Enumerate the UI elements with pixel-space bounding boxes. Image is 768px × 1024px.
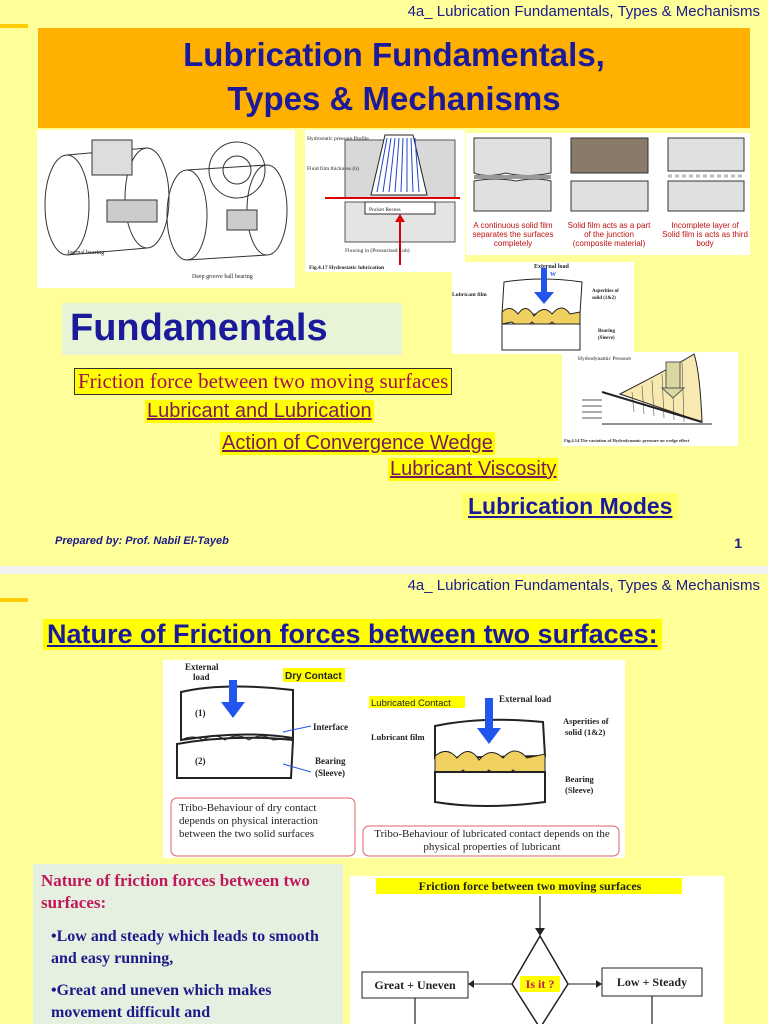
- nature-box: Nature of friction forces between two su…: [33, 864, 343, 1024]
- asperity-drawing: External load W Lubricant film Asperitie…: [452, 264, 619, 351]
- asperity-w-label: W: [550, 272, 556, 278]
- hydrostatic-profile-label: Hydrostatic pressure Profile: [307, 135, 369, 142]
- fundamentals-heading: Fundamentals: [70, 307, 328, 349]
- pocket-recess-label: Pocket Recess: [369, 207, 401, 213]
- flow-in-label: Flowing in (Pressurized Lub): [345, 247, 410, 254]
- solid-film-caption-2: Solid film acts as a part of the junctio…: [567, 221, 651, 248]
- header-title: 4a_ Lubrication Fundamentals, Types & Me…: [407, 3, 760, 20]
- item-lubricant: Lubricant and Lubrication: [145, 400, 374, 423]
- header-title: 4a_ Lubrication Fundamentals, Types & Me…: [407, 577, 760, 594]
- bullet-great-uneven: •Great and uneven which makes movement d…: [51, 982, 272, 1021]
- nature-heading: Nature of friction forces between two su…: [41, 871, 310, 912]
- solid-film-figure: A continuous solid film separates the su…: [466, 133, 750, 255]
- slide2-title: Nature of Friction forces between two su…: [43, 619, 662, 650]
- lub-load-label: External load: [499, 694, 551, 704]
- dry-contact-label: Dry Contact: [285, 671, 342, 682]
- lub-bearing-label: Bearing(Sleeve): [565, 774, 595, 795]
- journal-bearing-label: Journal bearing: [67, 250, 104, 256]
- item-viscosity: Lubricant Viscosity: [388, 458, 559, 481]
- flow-left: Great + Uneven: [374, 978, 456, 992]
- slide-header: 4a_ Lubrication Fundamentals, Types & Me…: [0, 574, 768, 598]
- solid-film-drawing: [473, 137, 745, 212]
- wedge-figure: Hydrodynamic Pressure Fig.4.14 The varia…: [562, 352, 738, 446]
- slide-header: 4a_ Lubrication Fundamentals, Types & Me…: [0, 0, 768, 24]
- bearing-figure: Journal bearing Deep groove ball bearing: [37, 130, 295, 288]
- hydrostatic-drawing: Hydrostatic pressure Profile Fluid film …: [307, 134, 460, 271]
- dry-note: Tribo-Behaviour of dry contact depends o…: [179, 802, 318, 840]
- asperity-bearing-label: Bearing(Sleeve): [598, 329, 615, 341]
- wedge-drawing: Hydrodynamic Pressure Fig.4.14 The varia…: [564, 353, 712, 443]
- item-wedge: Action of Convergence Wedge: [220, 432, 495, 455]
- hydrostatic-figure: Hydrostatic pressure Profile Fluid film …: [305, 130, 465, 272]
- wedge-pressure-label: Hydrodynamic Pressure: [578, 356, 632, 362]
- flow-title: Friction force between two moving surfac…: [419, 879, 642, 893]
- item-friction-force: Friction force between two moving surfac…: [74, 368, 453, 395]
- asperity-figure: External load W Lubricant film Asperitie…: [452, 262, 634, 354]
- fundamentals-box: Fundamentals: [62, 303, 402, 355]
- title-box: Lubrication Fundamentals, Types & Mechan…: [38, 28, 750, 128]
- flow-right: Low + Steady: [617, 975, 687, 989]
- dry-label-1: (1): [195, 708, 206, 718]
- asperity-load-label: External load: [534, 264, 569, 270]
- slide-2: 4a_ Lubrication Fundamentals, Types & Me…: [0, 574, 768, 1024]
- slide-1: 4a_ Lubrication Fundamentals, Types & Me…: [0, 0, 768, 566]
- item-lubrication-modes: Lubrication Modes: [462, 493, 679, 520]
- dry-label-2: (2): [195, 756, 206, 766]
- lub-film-label: Lubricant film: [371, 732, 425, 742]
- flow-diagram: Friction force between two moving surfac…: [350, 876, 724, 1024]
- wedge-caption: Fig.4.14 The variation of Hydrodynamic p…: [564, 438, 690, 443]
- hydrostatic-caption: Fig.4.17 Hydrostatic lubrication: [309, 265, 384, 271]
- dry-interface-label: Interface: [313, 722, 348, 732]
- accent-line: [0, 598, 28, 602]
- flow-drawing: Friction force between two moving surfac…: [361, 878, 703, 1024]
- lub-title: Lubricated Contact: [371, 698, 451, 709]
- solid-film-caption-1: A continuous solid film separates the su…: [472, 221, 554, 248]
- page-number: 1: [734, 535, 742, 551]
- lub-note: Tribo-Behaviour of lubricated contact de…: [374, 828, 610, 853]
- flow-center: Is it ?: [526, 977, 555, 991]
- solid-film-caption-3: Incomplete layer of Solid film is acts a…: [662, 221, 748, 248]
- prepared-by: Prepared by: Prof. Nabil El-Tayeb: [55, 535, 229, 547]
- bullet-low-steady: •Low and steady which leads to smooth an…: [51, 928, 319, 967]
- film-thickness-label: Fluid film thickness (h): [307, 165, 359, 172]
- ball-bearing-label: Deep groove ball bearing: [192, 274, 253, 280]
- slide-separator: [0, 566, 768, 574]
- asperity-film-label: Lubricant film: [452, 292, 487, 298]
- title-line-1: Lubrication Fundamentals,: [183, 36, 605, 73]
- bearing-drawing: Journal bearing Deep groove ball bearing: [44, 139, 288, 280]
- accent-line: [0, 24, 28, 28]
- dry-bearing-label: Bearing(Sleeve): [315, 756, 346, 778]
- title-line-2: Types & Mechanisms: [227, 80, 561, 117]
